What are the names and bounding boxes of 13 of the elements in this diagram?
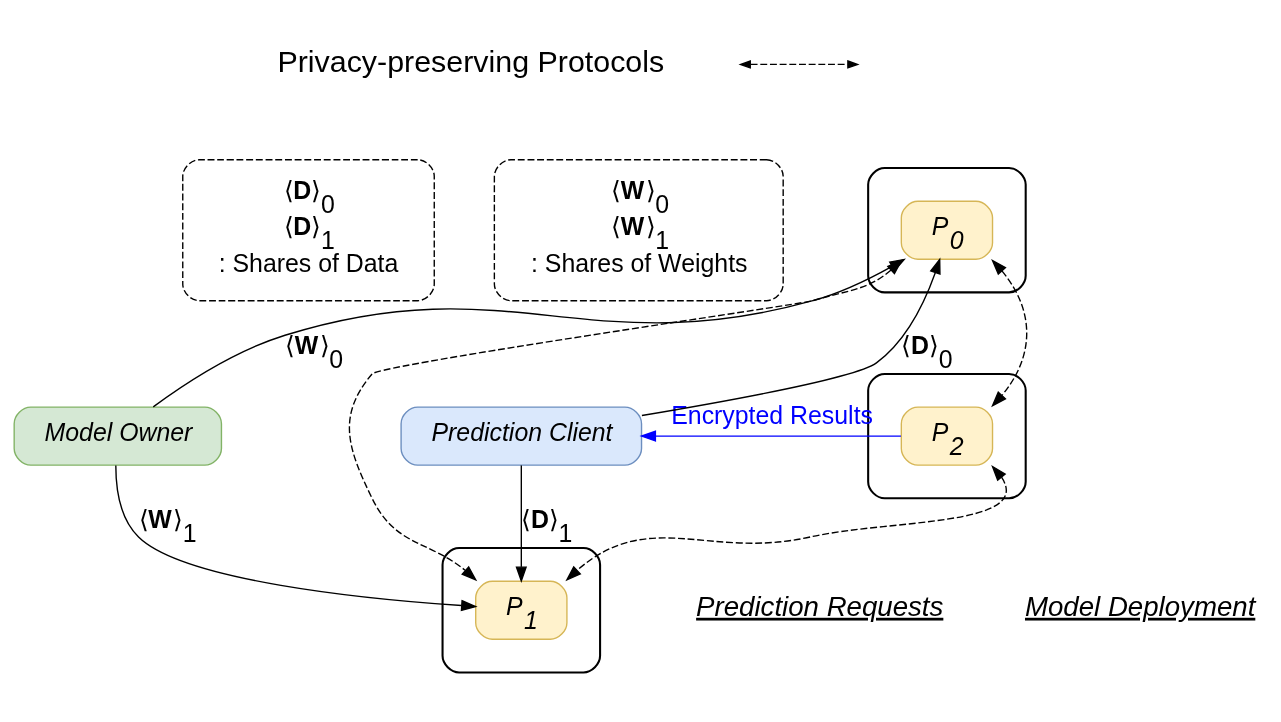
arrow [348,258,903,581]
cluster [867,166,1027,293]
arrow [515,464,528,583]
legend-label: Privacy-preserving Protocols [277,43,665,78]
arrow [639,429,902,442]
arrow [565,464,1007,581]
node-box: Model Owner [13,405,223,466]
node-box: Prediction Client [400,405,643,466]
label: Prediction Requests [696,590,944,622]
label: Model Deployment [1025,590,1256,622]
arrow [115,464,478,611]
arrow [991,258,1028,407]
cluster [441,546,602,673]
